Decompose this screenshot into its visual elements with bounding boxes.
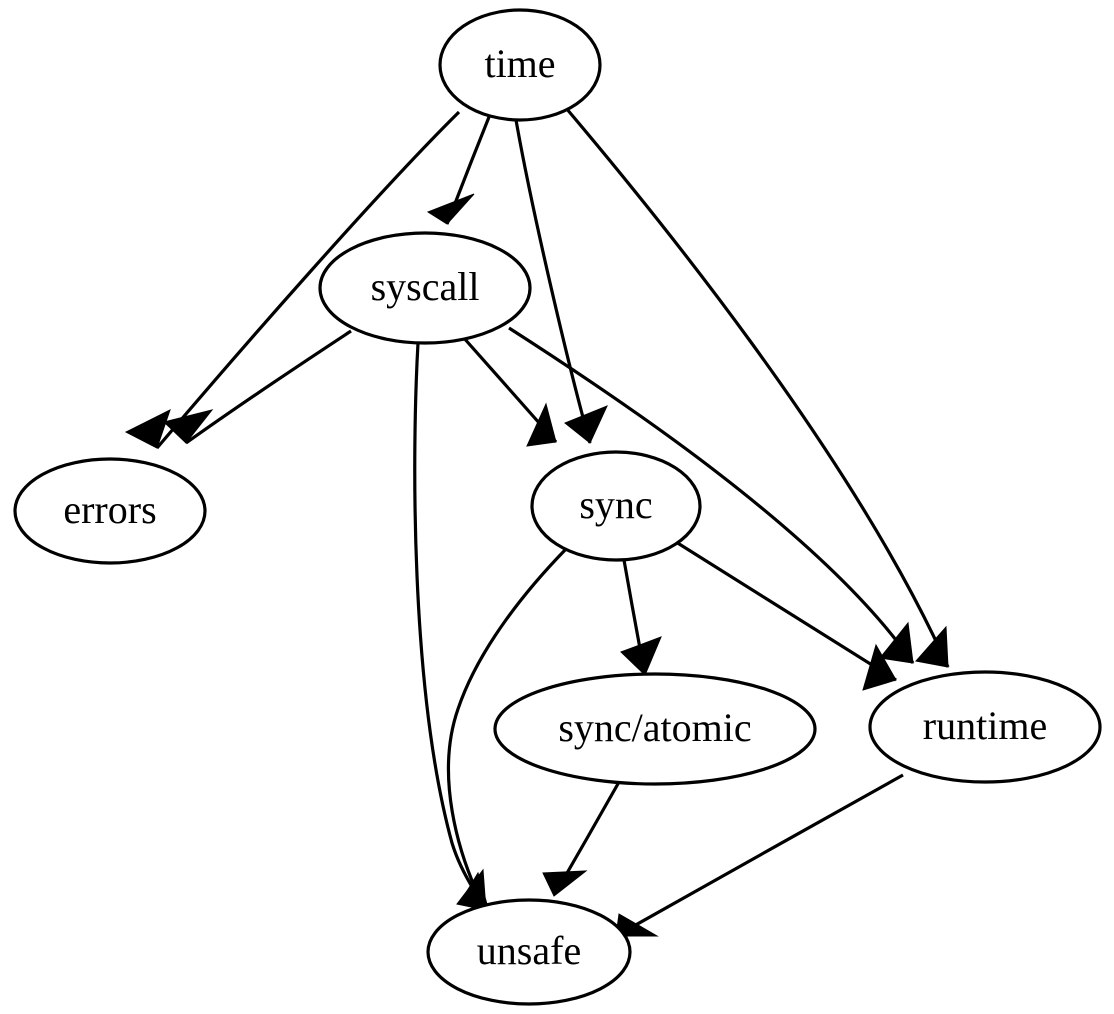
arrowhead-icon [620, 636, 662, 676]
arrowhead-icon [915, 625, 949, 668]
edge-line [675, 540, 897, 682]
edge-syscall-to-unsafe[interactable] [413, 342, 490, 912]
edge-runtime-to-unsafe[interactable] [615, 773, 904, 937]
node-time[interactable]: time [438, 8, 602, 122]
node-label-sync-atomic: sync/atomic [558, 705, 751, 750]
node-label-unsafe: unsafe [477, 928, 581, 973]
edge-line [624, 773, 904, 933]
node-runtime[interactable]: runtime [868, 670, 1102, 784]
edge-line [514, 119, 592, 444]
edge-line [508, 326, 915, 664]
arrowhead-icon [879, 621, 914, 664]
arrowhead-icon [526, 402, 557, 447]
node-ellipse-syscall [318, 231, 532, 345]
arrowhead-icon [542, 870, 588, 897]
edge-line [413, 342, 486, 906]
edge-sync-atomic-to-unsafe[interactable] [542, 781, 621, 897]
edge-line [155, 110, 461, 450]
edge-sync-to-sync-atomic[interactable] [620, 559, 662, 676]
node-ellipse-runtime [868, 670, 1102, 784]
node-layer: time syscall errors sync sync/atomic run [13, 8, 1102, 1006]
arrowhead-icon [862, 643, 897, 691]
edge-syscall-to-errors[interactable] [162, 329, 352, 445]
node-errors[interactable]: errors [13, 457, 207, 565]
arrowhead-icon [564, 405, 608, 444]
edge-syscall-to-runtime[interactable] [508, 326, 915, 664]
edge-layer [124, 106, 950, 937]
node-sync-atomic[interactable]: sync/atomic [493, 672, 817, 786]
edge-time-to-runtime[interactable] [564, 106, 950, 668]
arrowhead-icon [124, 409, 171, 449]
edge-line [446, 547, 568, 902]
node-ellipse-sync-atomic [493, 672, 817, 786]
edge-line [564, 106, 950, 668]
node-ellipse-sync [530, 450, 702, 562]
node-label-errors: errors [63, 487, 156, 532]
edge-time-to-syscall[interactable] [426, 116, 491, 225]
node-label-time: time [484, 41, 555, 86]
arrowhead-icon [162, 409, 214, 444]
edge-time-to-errors[interactable] [124, 110, 461, 450]
node-ellipse-time [438, 8, 602, 122]
arrowhead-icon [426, 193, 475, 225]
arrowhead-icon [456, 868, 487, 911]
node-ellipse-unsafe [426, 898, 632, 1006]
node-label-syscall: syscall [371, 264, 480, 309]
edge-line [557, 781, 621, 888]
node-syscall[interactable]: syscall [318, 231, 532, 345]
edge-syscall-to-sync[interactable] [461, 335, 558, 447]
node-ellipse-errors [13, 457, 207, 565]
node-sync[interactable]: sync [530, 450, 702, 562]
edge-time-to-sync[interactable] [514, 119, 608, 444]
node-label-runtime: runtime [923, 703, 1047, 748]
edge-line [185, 329, 352, 445]
edge-sync-to-runtime[interactable] [675, 540, 897, 691]
node-unsafe[interactable]: unsafe [426, 898, 632, 1006]
edge-sync-to-unsafe[interactable] [446, 547, 568, 911]
node-label-sync: sync [579, 482, 652, 527]
